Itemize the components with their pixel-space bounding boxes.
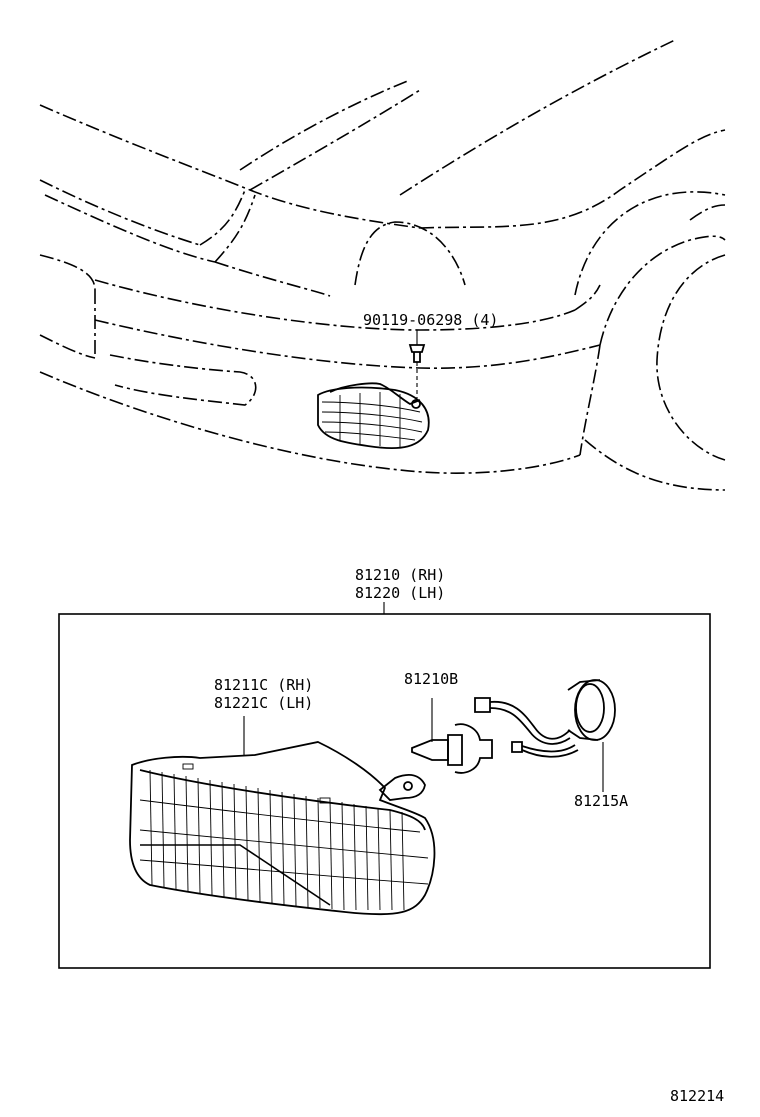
assembly-lh-part-label: 81220 (LH)	[355, 584, 446, 602]
assembly-rh-part-label: 81210 (RH)	[355, 566, 446, 584]
fog-lamp-installed	[317, 330, 430, 450]
fog-lamp-bulb	[411, 698, 493, 774]
fog-lamp-socket	[474, 679, 616, 792]
lens-lh-part-label: 81221C (LH)	[214, 694, 314, 712]
lens-rh-part-label: 81211C (RH)	[214, 676, 314, 694]
bolt-part-label: 90119-06298 (4)	[363, 311, 499, 329]
figure-number: 812214	[670, 1087, 725, 1105]
bulb-part-label: 81210B	[404, 670, 459, 688]
car-body-outline	[39, 39, 726, 491]
fog-lamp-lens	[129, 716, 436, 916]
socket-part-label: 81215A	[574, 792, 629, 810]
